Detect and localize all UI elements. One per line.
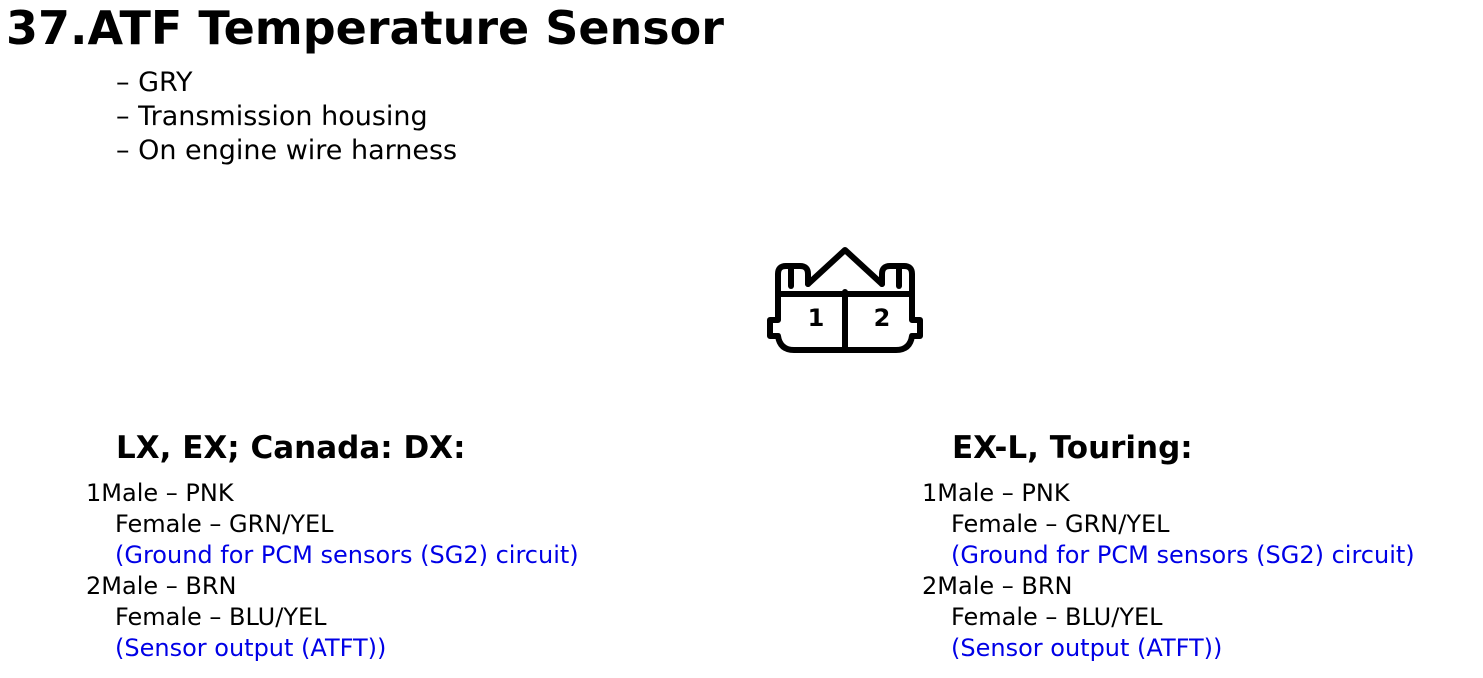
pin-2-description: (Sensor output (ATFT)) (115, 634, 387, 662)
location-info: – Transmission housing (116, 101, 428, 132)
pin-male-wire: Male – BRN (101, 572, 237, 600)
pin-label-2: 2 (874, 304, 891, 332)
pin-1-description: (Ground for PCM sensors (SG2) circuit) (115, 541, 579, 569)
section-heading: EX-L, Touring: (952, 430, 1193, 466)
pin-label-1: 1 (808, 304, 825, 332)
pin-male-wire: Male – PNK (937, 479, 1070, 507)
pin-1-description: (Ground for PCM sensors (SG2) circuit) (951, 541, 1415, 569)
pin-2-male: 2Male – BRN (922, 571, 1415, 602)
pin-2-female: Female – BLU/YEL (951, 603, 1163, 631)
pin-male-wire: Male – BRN (937, 572, 1073, 600)
pin-1-female: Female – GRN/YEL (115, 510, 334, 538)
pin-2-male: 2Male – BRN (86, 571, 579, 602)
pin-1-female: Female – GRN/YEL (951, 510, 1170, 538)
section-heading: LX, EX; Canada: DX: (116, 430, 466, 466)
connector-roof (805, 247, 885, 287)
sensor-info-list: – GRY – Transmission housing – On engine… (116, 66, 457, 168)
pin-2-description: (Sensor output (ATFT)) (951, 634, 1223, 662)
pin-2-female: Female – BLU/YEL (115, 603, 327, 631)
pin-male-wire: Male – PNK (101, 479, 234, 507)
pin-number: 2 (922, 572, 938, 600)
pin-number: 2 (86, 572, 102, 600)
connector-diagram: 1 2 (767, 247, 923, 353)
pin-number: 1 (922, 479, 938, 507)
wire-color-info: – GRY (116, 67, 193, 98)
pin-1-male: 1Male – PNK (86, 478, 579, 509)
pin-1-male: 1Male – PNK (922, 478, 1415, 509)
section-lx-ex-dx: LX, EX; Canada: DX: 1Male – PNK Female –… (86, 428, 579, 664)
pin-number: 1 (86, 479, 102, 507)
section-exl-touring: EX-L, Touring: 1Male – PNK Female – GRN/… (922, 428, 1415, 664)
page-title: 37.ATF Temperature Sensor (6, 1, 724, 55)
harness-info: – On engine wire harness (116, 135, 458, 166)
connector-housing (767, 291, 923, 353)
